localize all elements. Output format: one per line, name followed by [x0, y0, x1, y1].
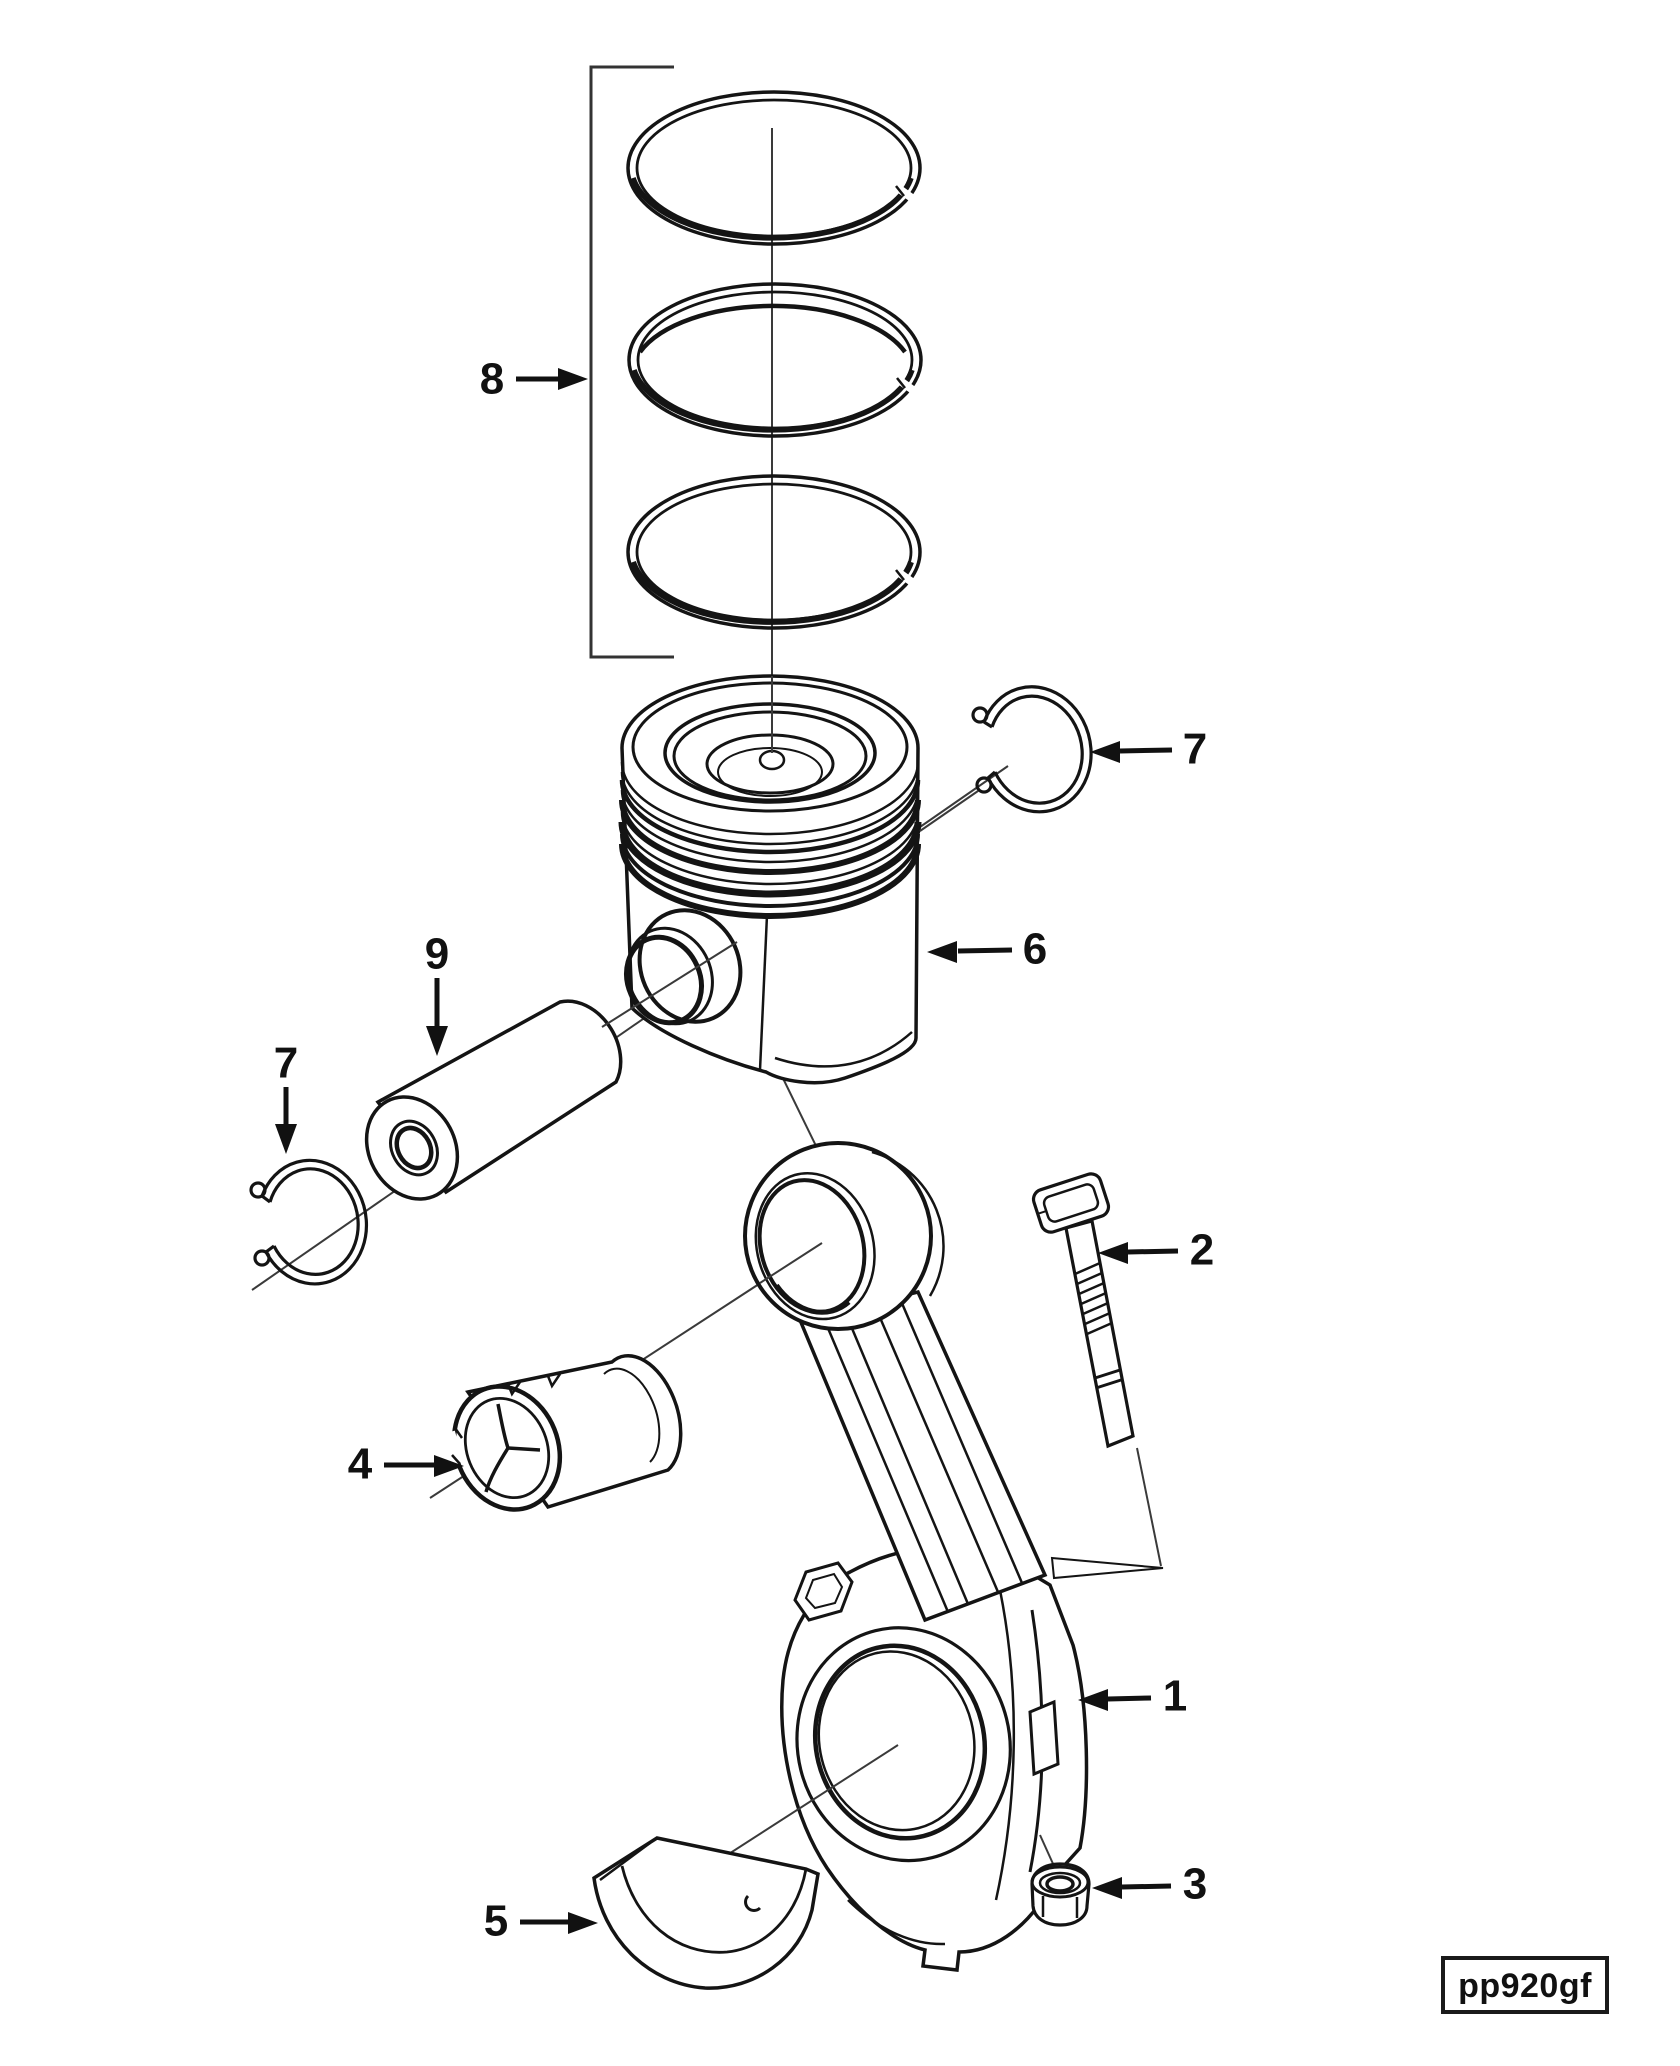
rod-cap-crease-2: [994, 1589, 1016, 1901]
shell-inner-edge: [620, 1865, 808, 1954]
piston-ring-grooves: [618, 761, 922, 919]
figure-code-label: pp920gf: [1458, 1967, 1592, 2005]
bolt-guide-line: [1136, 1447, 1162, 1567]
rod-small-end-rim: [871, 1150, 945, 1297]
callout-9: 9: [425, 930, 449, 1056]
rod-bushing-drawing: [445, 1354, 683, 1512]
rod-big-bore: [795, 1626, 1012, 1863]
arrowhead: [1078, 1689, 1108, 1711]
piston-ring-3: [626, 474, 922, 630]
pin-line-to-snap-ring: [919, 790, 979, 832]
snap-ring-hook: [249, 1181, 267, 1199]
bushing-tang-marks: [484, 1403, 541, 1493]
arrowhead: [426, 1026, 448, 1056]
callout-1-label: 1: [1163, 1672, 1187, 1721]
group-bracket-rings: [589, 65, 674, 659]
snap-ring-left-drawing: [249, 1158, 369, 1286]
arrowhead: [558, 368, 588, 390]
connecting-rod-drawing: [743, 1141, 1164, 1972]
callout-7-left-label: 7: [274, 1039, 298, 1088]
callout-2-label: 2: [1190, 1226, 1214, 1275]
rod-small-end: [743, 1141, 933, 1331]
callout-8-label: 8: [480, 355, 504, 404]
bolt-threads: [1074, 1261, 1113, 1336]
snap-ring-hook: [971, 706, 989, 724]
rod-nut-drawing: [1030, 1862, 1091, 1927]
callout-1: 1: [1078, 1672, 1187, 1721]
bearing-shell-drawing: [592, 1836, 820, 1990]
piston-ring-1: [626, 90, 922, 246]
snap-ring-hook: [975, 776, 993, 794]
piston-rings-drawing: [626, 90, 923, 630]
rod-bottom-edge: [847, 1899, 946, 1946]
piston-drawing: [618, 674, 922, 1085]
piston-skirt-inner-edge: [774, 1031, 913, 1068]
rod-cap-slot: [1028, 1699, 1060, 1777]
callout-7-right-label: 7: [1183, 725, 1207, 774]
callout-7-right: 7: [1090, 725, 1207, 774]
callout-3-label: 3: [1183, 1860, 1207, 1909]
callout-6-label: 6: [1023, 925, 1047, 974]
callout-9-label: 9: [425, 930, 449, 979]
pin-bore: [389, 1119, 439, 1177]
rod-small-bore: [754, 1171, 876, 1321]
shell-end-face: [599, 1841, 651, 1882]
callout-7-left: 7: [274, 1039, 298, 1154]
rod-shaft-ribs: [820, 1293, 1024, 1613]
arrowhead: [568, 1912, 598, 1934]
piston-skirt-seam: [758, 914, 769, 1071]
callout-6: 6: [927, 925, 1047, 974]
arrowhead: [1090, 741, 1120, 763]
rod-bolt-boss-inner: [804, 1572, 844, 1610]
arrowhead: [1092, 1877, 1122, 1899]
figure-code-box: pp920gf: [1441, 1956, 1609, 2014]
bushing-line-over-bore: [759, 1242, 823, 1284]
snap-ring-hook: [253, 1249, 271, 1267]
piston-body: [620, 674, 920, 1085]
callout-5: 5: [484, 1897, 598, 1946]
pin-line-through-bore: [601, 941, 738, 1028]
rod-edge-sliver: [1050, 1556, 1164, 1580]
snap-ring-right-drawing: [971, 685, 1093, 814]
rod-bolt-drawing: [1031, 1172, 1135, 1449]
piston-pin-drawing: [364, 999, 623, 1201]
callouts: 8 7 6 9 7 2 4: [274, 355, 1214, 1946]
nut-guide-line: [1039, 1834, 1055, 1867]
rod-bolt-boss: [793, 1561, 854, 1622]
callout-4: 4: [348, 1440, 464, 1489]
callout-2: 2: [1098, 1226, 1214, 1275]
bolt-head: [1031, 1172, 1111, 1234]
arrowhead: [1098, 1242, 1128, 1264]
arrowhead: [927, 941, 957, 963]
arrowhead: [275, 1124, 297, 1154]
callout-8: 8: [480, 355, 588, 404]
shell-tang: [744, 1894, 762, 1912]
piston-ring-2: [627, 282, 923, 438]
callout-5-label: 5: [484, 1897, 508, 1946]
bushing-notch-2: [546, 1373, 562, 1389]
piston-pin-bore: [624, 908, 743, 1026]
callout-4-label: 4: [348, 1440, 373, 1489]
bolt-collar: [1094, 1368, 1122, 1390]
arrowhead: [434, 1455, 464, 1477]
piston-crown: [631, 681, 909, 813]
callout-3: 3: [1092, 1860, 1207, 1909]
bushing-notch-1: [506, 1381, 522, 1397]
